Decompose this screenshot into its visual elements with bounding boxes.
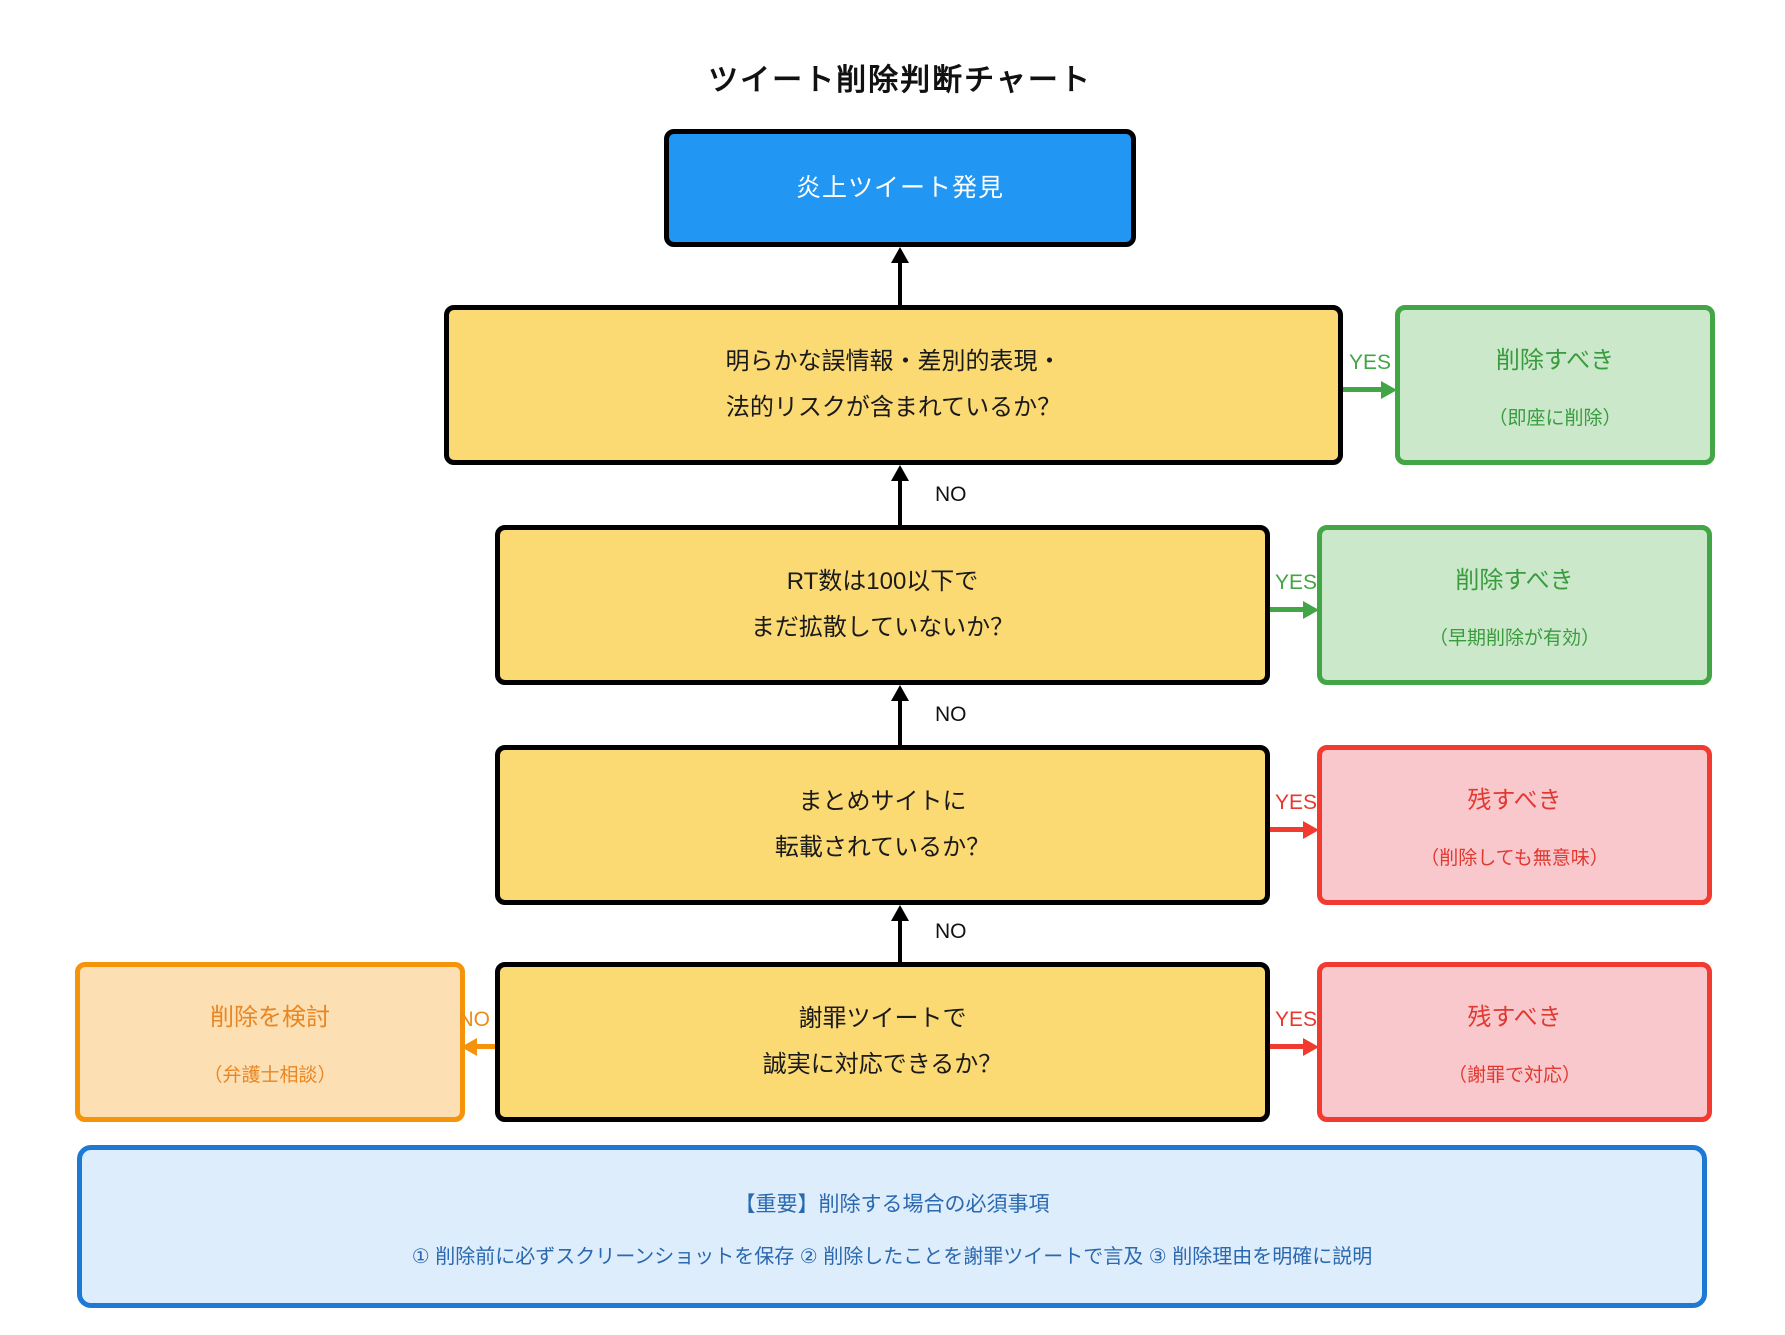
node-result-delete-early: 削除すべき （早期削除が有効） — [1317, 525, 1712, 685]
connector-q3-q2 — [898, 697, 902, 745]
question-line: 謝罪ツイートで — [798, 1005, 967, 1032]
question-line: 明らかな誤情報・差別的表現・ — [725, 348, 1062, 375]
connector-q2-q1 — [898, 477, 902, 525]
connector-q2-r2 — [1270, 607, 1305, 612]
result-title: 残すべき — [1467, 787, 1562, 814]
arrow-left-icon — [461, 1037, 477, 1056]
node-result-keep-pointless: 残すべき （削除しても無意味） — [1317, 745, 1712, 905]
arrow-right-icon — [1381, 380, 1397, 399]
connector-q1-r1 — [1343, 387, 1383, 392]
arrow-right-icon — [1303, 1037, 1319, 1056]
node-question-retweet-count: RT数は100以下で まだ拡散していないか？ — [495, 525, 1270, 685]
edge-label-no: NO — [935, 703, 967, 726]
connector-q3-r3 — [1270, 827, 1305, 832]
important-note-box: 【重要】削除する場合の必須事項 ① 削除前に必ずスクリーンショットを保存 ② 削… — [77, 1145, 1707, 1308]
connector-q1-start — [898, 259, 902, 305]
note-title: 【重要】削除する場合の必須事項 — [734, 1193, 1050, 1216]
arrow-up-icon — [891, 465, 909, 481]
edge-label-yes: YES — [1275, 791, 1318, 814]
result-title: 残すべき — [1467, 1004, 1562, 1031]
question-line: まとめサイトに — [798, 788, 967, 815]
connector-q4-consider — [477, 1044, 495, 1049]
question-line: 転載されているか？ — [774, 834, 991, 861]
result-subtitle: （削除しても無意味） — [1420, 848, 1609, 869]
note-body: ① 削除前に必ずスクリーンショットを保存 ② 削除したことを謝罪ツイートで言及 … — [411, 1246, 1373, 1268]
arrow-right-icon — [1303, 820, 1319, 839]
result-subtitle: （謝罪で対応） — [1447, 1065, 1581, 1086]
node-question-misinformation: 明らかな誤情報・差別的表現・ 法的リスクが含まれているか？ — [444, 305, 1343, 465]
arrow-right-icon — [1303, 600, 1319, 619]
edge-label-yes: YES — [1349, 351, 1392, 374]
edge-label-yes: YES — [1275, 571, 1318, 594]
node-question-matome-repost: まとめサイトに 転載されているか？ — [495, 745, 1270, 905]
question-line: RT数は100以下で — [786, 568, 979, 595]
edge-label-no: NO — [935, 920, 967, 943]
result-subtitle: （早期削除が有効） — [1428, 628, 1600, 649]
arrow-up-icon — [891, 685, 909, 701]
node-start-label: 炎上ツイート発見 — [795, 174, 1004, 202]
result-subtitle: （弁護士相談） — [203, 1065, 337, 1086]
node-result-delete-immediately: 削除すべき （即座に削除） — [1395, 305, 1715, 465]
question-line: まだ拡散していないか？ — [750, 614, 1015, 641]
chart-title: ツイート削除判断チャート — [708, 64, 1092, 97]
connector-q4-r4 — [1270, 1044, 1305, 1049]
result-title: 削除すべき — [1495, 347, 1615, 374]
edge-label-no: NO — [458, 1008, 491, 1031]
node-start: 炎上ツイート発見 — [664, 129, 1136, 247]
result-title: 削除すべき — [1455, 567, 1574, 594]
connector-q4-q3 — [898, 917, 902, 962]
edge-label-no: NO — [935, 483, 967, 506]
question-line: 誠実に対応できるか？ — [762, 1051, 1003, 1078]
result-subtitle: （即座に削除） — [1488, 408, 1622, 429]
arrow-up-icon — [891, 247, 909, 263]
result-title: 削除を検討 — [210, 1004, 330, 1031]
question-line: 法的リスクが含まれているか？ — [725, 394, 1062, 421]
edge-label-yes: YES — [1275, 1008, 1318, 1031]
node-result-keep-apologize: 残すべき （謝罪で対応） — [1317, 962, 1712, 1122]
arrow-up-icon — [891, 905, 909, 921]
node-result-consider-deletion: 削除を検討 （弁護士相談） — [75, 962, 465, 1122]
node-question-apology-tweet: 謝罪ツイートで 誠実に対応できるか？ — [495, 962, 1270, 1122]
